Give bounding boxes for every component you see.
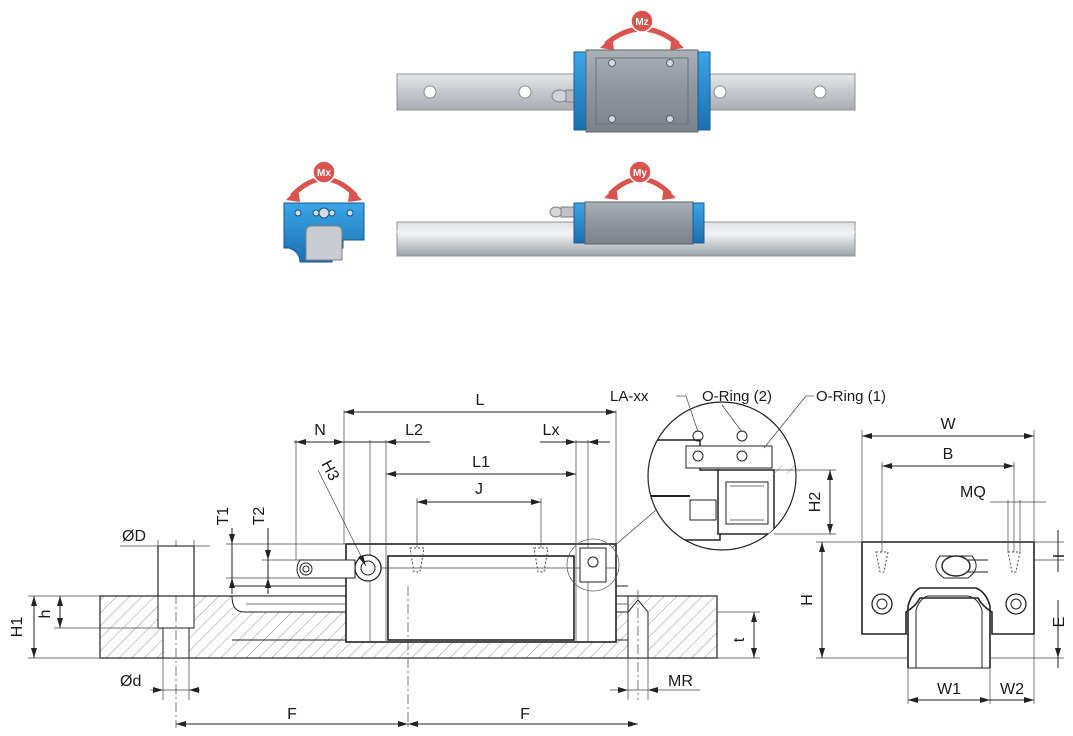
end-seal-left	[573, 51, 587, 131]
dim-MQ: MQ	[960, 484, 986, 501]
front-technical-drawing: W B MQ H I E W1	[799, 416, 1068, 704]
dim-h: h	[37, 610, 54, 619]
dim-MR: MR	[668, 673, 693, 690]
front-view-photo: Mx	[283, 160, 365, 263]
dim-H: H	[799, 594, 816, 606]
dim-T1: T1	[215, 507, 232, 526]
moment-arrow-mz: Mz	[600, 9, 684, 50]
dim-t: t	[731, 637, 748, 642]
moment-arrow-my: My	[604, 160, 676, 200]
grease-nipple-side	[549, 206, 576, 218]
label-mz: Mz	[635, 17, 648, 28]
dim-B: B	[943, 446, 954, 463]
dim-W: W	[940, 416, 956, 433]
callout-o-ring-1: O-Ring (1)	[816, 388, 886, 405]
dim-Lx: Lx	[543, 422, 560, 439]
dim-I: I	[1051, 554, 1068, 558]
side-view-photo: My	[396, 160, 856, 257]
moment-arrow-mx: Mx	[286, 160, 362, 202]
detail-view: H2 LA-xx O-Ring (2) O-Ring (1)	[610, 388, 886, 551]
callout-la-xx: LA-xx	[610, 388, 649, 405]
dim-E: E	[1051, 617, 1068, 628]
dim-N: N	[314, 422, 326, 439]
end-seal-right	[697, 51, 711, 131]
rail-holes	[423, 85, 827, 99]
dim-L: L	[476, 392, 485, 409]
carriage-side-view	[584, 201, 694, 245]
dim-OD: ØD	[122, 528, 146, 545]
dim-F-right: F	[520, 706, 530, 723]
label-my: My	[633, 168, 647, 179]
dim-T2: T2	[251, 507, 268, 526]
dim-W2: W2	[1000, 681, 1024, 698]
dim-L2: L2	[405, 422, 423, 439]
dim-H3: H3	[317, 458, 342, 484]
carriage-top-view	[585, 49, 699, 133]
dim-J: J	[475, 481, 483, 498]
technical-side-drawing: L N L2 Lx L1 J H3	[9, 392, 760, 728]
dim-H1: H1	[9, 617, 26, 638]
grease-nipple-top	[551, 89, 577, 103]
dim-F-left: F	[287, 706, 297, 723]
dim-H2: H2	[807, 492, 824, 513]
label-mx: Mx	[317, 168, 331, 179]
dim-Od: Ød	[120, 673, 141, 690]
dim-W1: W1	[937, 681, 961, 698]
callout-o-ring-2: O-Ring (2)	[702, 388, 772, 405]
dim-L1: L1	[472, 454, 490, 471]
top-view-photo: Mz	[396, 9, 856, 133]
grease-nipple-drawing	[296, 554, 382, 582]
